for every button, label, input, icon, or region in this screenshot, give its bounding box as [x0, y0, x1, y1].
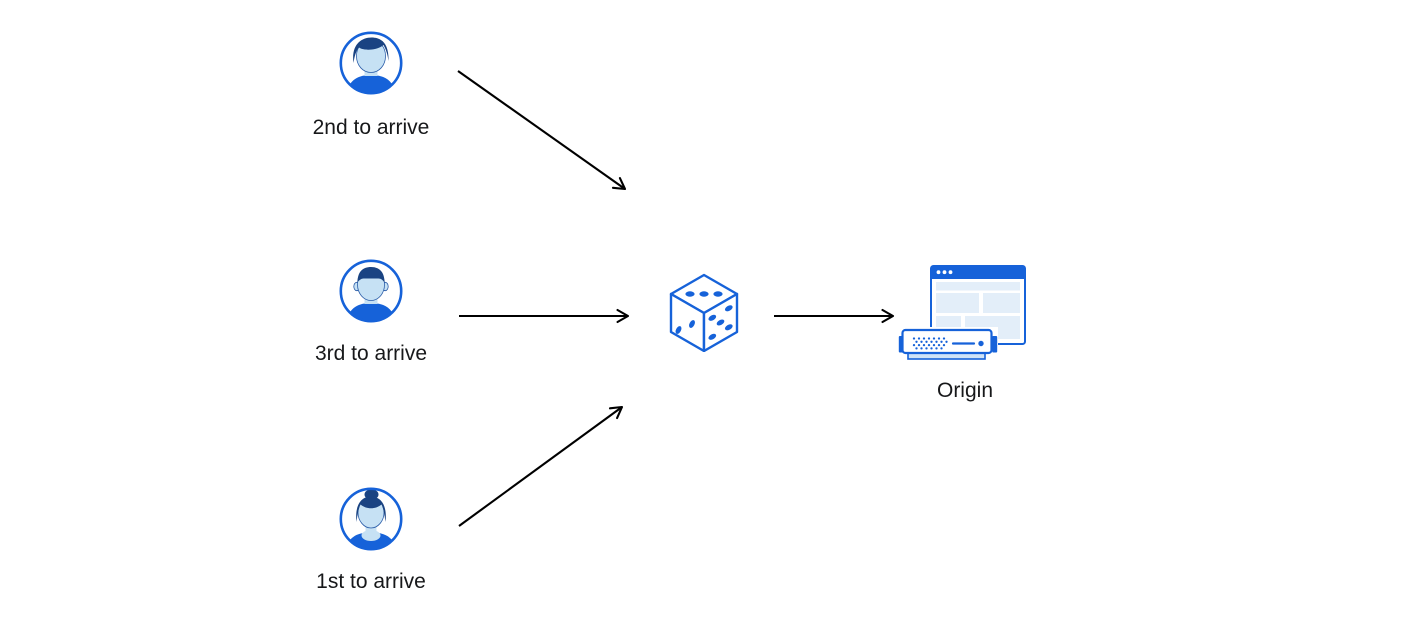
client-label: 1st to arrive — [316, 570, 426, 593]
client-node-2nd-to-arrive: 2nd to arrive — [313, 30, 429, 139]
client-label: 3rd to arrive — [314, 342, 428, 365]
arrow-client1-to-dice — [458, 405, 624, 527]
client-node-1st-to-arrive: 1st to arrive — [316, 486, 426, 593]
avatar-man-side-part-icon — [339, 31, 403, 95]
origin-server-icon — [898, 327, 998, 363]
arrow-client2-to-dice — [457, 70, 627, 191]
dice-node — [666, 272, 742, 357]
client-node-3rd-to-arrive: 3rd to arrive — [315, 258, 427, 365]
origin-label: Origin — [936, 379, 994, 402]
browser-window-icon — [930, 265, 1026, 345]
dice-icon — [669, 273, 739, 353]
avatar-woman-bun-icon — [339, 487, 403, 551]
origin-node: Origin — [898, 265, 1028, 405]
client-label: 2nd to arrive — [312, 116, 430, 139]
avatar-man-flat-top-icon — [339, 259, 403, 323]
